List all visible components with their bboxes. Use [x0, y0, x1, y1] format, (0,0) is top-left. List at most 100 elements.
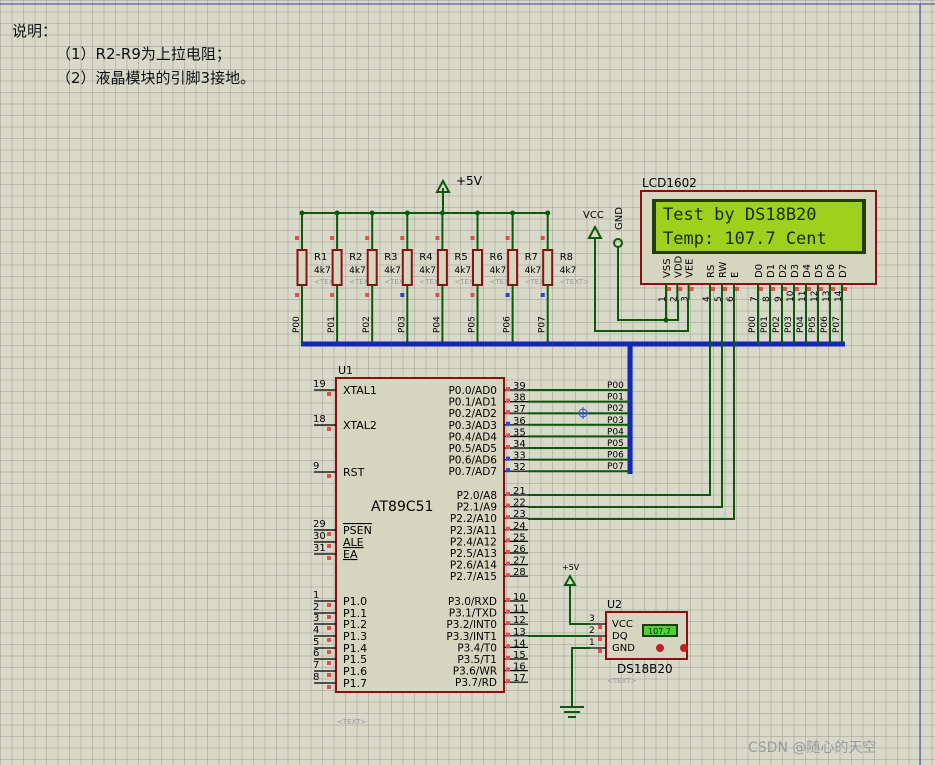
resistor-ref: R2 — [349, 252, 362, 263]
lcd-pin-label: D0 — [754, 264, 765, 278]
sensor-ref: U2 — [607, 598, 622, 611]
resistor-net-label: P04 — [432, 316, 442, 333]
mcu-pin-label: ALE — [343, 536, 364, 549]
resistor-body — [436, 249, 448, 286]
pin-marker — [506, 503, 510, 508]
mcu-pin-number: 19 — [313, 379, 326, 390]
vcc-arrow-icon — [587, 224, 603, 239]
mcu-pin-number: 13 — [513, 627, 526, 638]
resistor-body — [331, 249, 343, 286]
mcu-pin-number: 12 — [513, 615, 526, 626]
mcu-pin-number: 7 — [313, 660, 319, 671]
pin-marker — [295, 236, 299, 240]
junction-dot — [439, 210, 445, 216]
lcd-pin-label: D5 — [814, 264, 825, 278]
mcu-pin-number: 1 — [313, 590, 319, 601]
mcu-pin-number: 6 — [313, 648, 319, 659]
mcu-pin-number: 4 — [313, 625, 319, 636]
pin-marker — [506, 387, 510, 391]
pin-marker — [506, 656, 510, 660]
pin-marker — [435, 236, 440, 240]
resistor-value: 4k7 — [349, 266, 366, 276]
pin-marker — [735, 287, 739, 291]
resistor-body — [542, 249, 554, 286]
lcd-pin-label: D4 — [802, 264, 813, 278]
lcd-pin-label: RS — [706, 265, 717, 278]
lcd1602[interactable]: LCD1602 <TEXT> Test by DS18B20 Temp: 107… — [640, 176, 877, 344]
pin-marker — [365, 293, 370, 297]
pin-marker — [831, 287, 835, 291]
mcu-pin-net: P04 — [607, 427, 624, 437]
pin-marker — [506, 410, 510, 415]
lcd-line-1: Test by DS18B20 — [663, 205, 817, 225]
power-5v-small-icon — [563, 573, 577, 586]
resistor-value: 4k7 — [419, 266, 436, 276]
resistor-text-placeholder: <TEXT> — [314, 278, 344, 286]
pin-marker — [327, 603, 331, 607]
mcu-pin-number: 34 — [513, 439, 526, 450]
power-5v-icon — [435, 178, 451, 193]
resistor-ref: R4 — [419, 252, 432, 263]
pin-marker — [330, 293, 335, 297]
resistor-ref: R7 — [525, 252, 538, 263]
pin-marker — [327, 673, 331, 677]
mcu-pin-number: 16 — [513, 662, 526, 673]
mcu-pin-number: 35 — [513, 427, 526, 438]
pin-marker — [540, 236, 545, 240]
junction-dot — [334, 210, 340, 216]
junction-dot — [299, 210, 305, 216]
mcu-pin-label: P2.3/A11 — [450, 525, 497, 537]
junction-dot — [545, 210, 551, 216]
lcd-pin-number: 7 — [750, 296, 760, 302]
sensor-button-down-icon[interactable] — [656, 644, 664, 652]
watermark: CSDN @随心的天空 — [748, 740, 876, 756]
pin-marker — [506, 468, 510, 473]
pin-marker — [327, 474, 331, 478]
resistor-value: 4k7 — [384, 266, 401, 276]
pin-marker — [506, 550, 510, 554]
resistor-value: 4k7 — [490, 266, 507, 276]
pin-marker — [327, 626, 331, 630]
resistor-text-placeholder: <TEXT> — [419, 278, 449, 286]
mcu-pin-label: P1.6 — [343, 665, 367, 678]
pin-marker — [505, 293, 510, 297]
mcu-pin-number: 31 — [313, 543, 326, 554]
lcd-pin-number: 12 — [810, 291, 820, 302]
resistor-text-placeholder: <TEXT> — [349, 278, 379, 286]
mcu-pin-label: P3.0/RXD — [448, 596, 497, 608]
sensor-pin-number: 2 — [589, 626, 595, 636]
lcd-pin-label: RW — [718, 261, 729, 278]
pin-marker — [667, 287, 671, 291]
mcu-pin-label: P2.0/A8 — [457, 490, 497, 502]
sensor-button-up-icon[interactable] — [680, 644, 688, 652]
